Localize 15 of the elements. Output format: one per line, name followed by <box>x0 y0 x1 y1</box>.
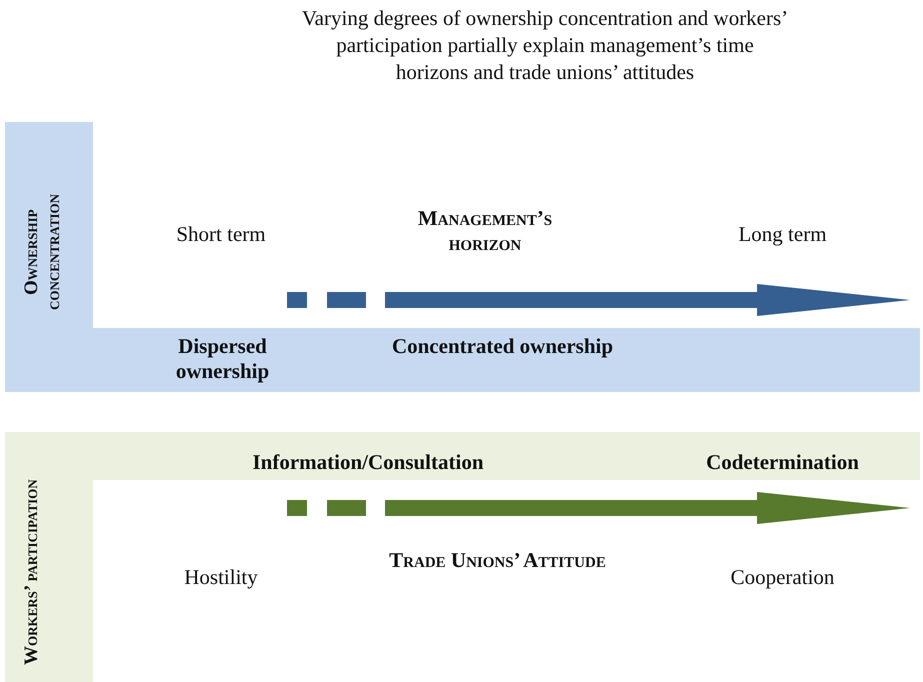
scale-end-label: Cooperation <box>730 565 836 590</box>
band-label: Codetermination <box>705 450 860 475</box>
band-label: Dispersed ownership <box>174 334 270 384</box>
axis-title: Management’s horizon <box>416 206 554 256</box>
band-label: Concentrated ownership <box>390 334 614 359</box>
l-shaped-band <box>5 432 920 682</box>
band-label: Information/Consultation <box>251 450 485 475</box>
axis-title: Trade Unions’ Attitude <box>388 548 607 573</box>
l-shaped-band <box>5 122 920 392</box>
axis-heading: Workers’ participation <box>21 478 43 667</box>
scale-end-label: Hostility <box>183 565 259 590</box>
axis-heading: Ownership concentration <box>21 192 65 312</box>
scale-end-label: Short term <box>175 222 267 247</box>
scale-end-label: Long term <box>737 222 828 247</box>
diagram-title: Varying degrees of ownership concentration and workers’ participation partially explain management’s time horizons and trade unions’ attitudes <box>300 5 790 86</box>
